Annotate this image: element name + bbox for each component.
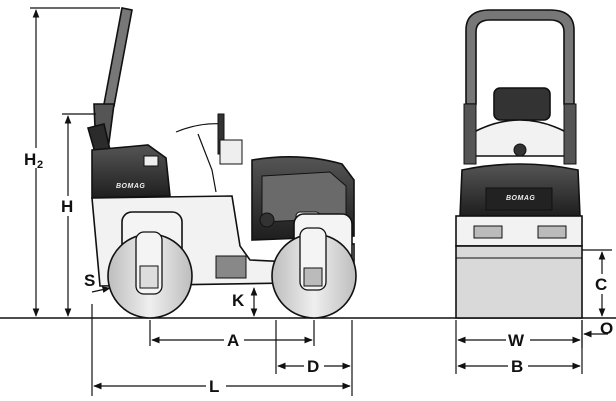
side-view-roller: BOMAG — [87, 7, 357, 319]
front-pillar-right — [563, 103, 577, 165]
dim-h2-subscript: 2 — [37, 159, 43, 171]
dim-h-label: H — [61, 197, 73, 216]
dim-o-label: O — [600, 319, 613, 338]
steering-column — [197, 133, 217, 193]
dim-w-label-bg — [506, 330, 530, 350]
rear-hood — [91, 144, 171, 199]
articulation-joint — [215, 255, 247, 279]
dim-l-label: L — [209, 377, 219, 396]
dim-l-label-bg — [206, 376, 226, 396]
dim-a-label: A — [227, 331, 239, 350]
side-brand-logo: BOMAG — [116, 183, 145, 190]
dim-w-label: W — [508, 331, 525, 350]
dash-panel — [219, 139, 243, 165]
rear-vent — [143, 155, 159, 167]
front-gauge — [513, 143, 527, 157]
dim-s-line — [91, 286, 111, 293]
front-light-right — [537, 225, 567, 239]
front-grille — [485, 187, 553, 211]
front-drum-window — [303, 267, 323, 287]
front-pillar-left — [463, 103, 477, 165]
rops-bar — [103, 7, 133, 107]
steering-wheel — [175, 123, 225, 133]
dim-b-label: B — [511, 357, 523, 376]
dim-c-label-bg — [592, 274, 612, 294]
dim-h2-label: H — [24, 150, 36, 169]
rear-drum-window — [139, 265, 159, 289]
dim-d-label: D — [307, 357, 319, 376]
front-hood-panel — [261, 171, 347, 223]
front-view-roller: BOMAG — [455, 9, 583, 319]
dim-s-label: S — [84, 271, 95, 290]
dim-a-label-bg — [224, 330, 244, 350]
hood-light — [259, 212, 275, 228]
dim-b-label-bg — [508, 356, 528, 376]
dim-h2-label-bg — [22, 148, 52, 168]
front-light-left — [473, 225, 503, 239]
front-seat — [493, 87, 551, 121]
front-view-drum — [455, 245, 583, 319]
dim-h-label-bg — [58, 196, 78, 216]
dim-d-label-bg — [304, 356, 324, 376]
dim-k-label: K — [232, 291, 245, 310]
front-brand-logo: BOMAG — [506, 195, 535, 202]
dim-c-label: C — [595, 275, 607, 294]
